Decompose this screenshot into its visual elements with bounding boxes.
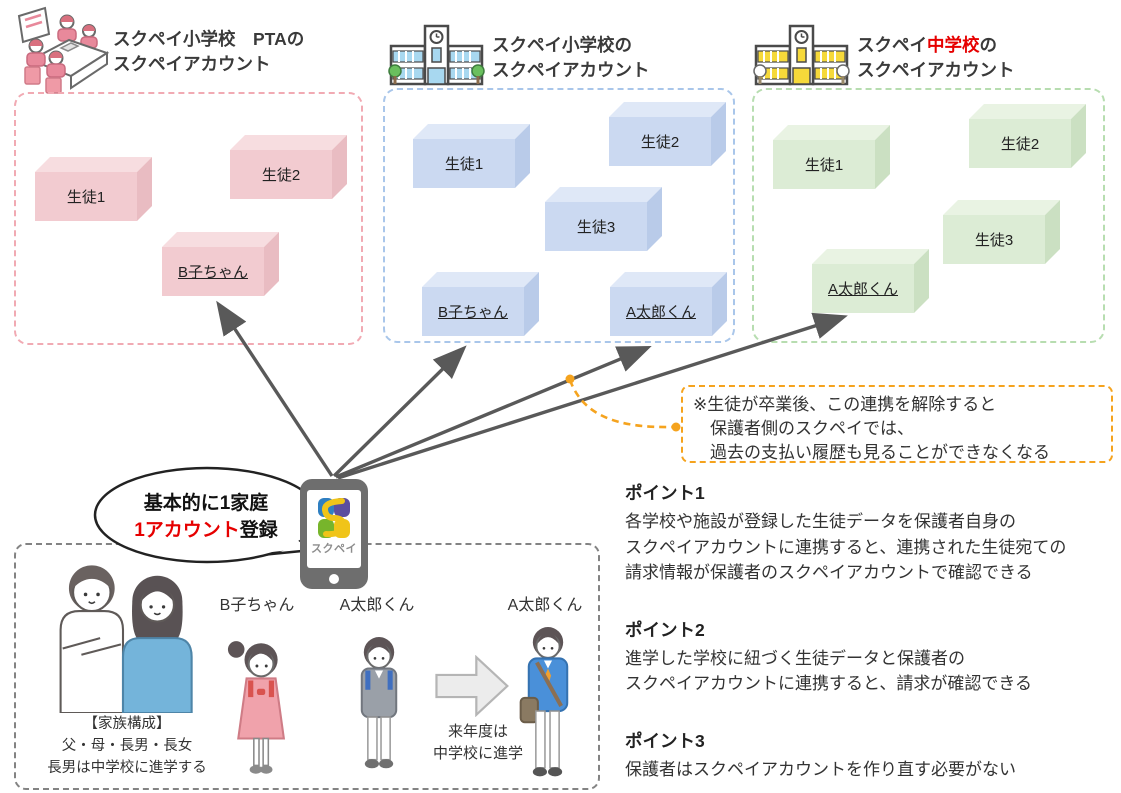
girl-illustration bbox=[227, 641, 286, 774]
account-title-elementary-line1: スクペイ小学校の bbox=[492, 35, 632, 55]
student-box-linked: A太郎くん bbox=[610, 272, 727, 336]
student-box-label: A太郎くん bbox=[625, 304, 696, 321]
student-box-label: B子ちゃん bbox=[437, 304, 508, 321]
family-caption-line2: 父・母・長男・長女 bbox=[61, 738, 193, 754]
account-title-pta-line1: スクペイ小学校 PTAの bbox=[113, 29, 305, 49]
point-2: ポイント2 進学した学校に紐づく生徒データと保護者の スクペイアカウントに連携す… bbox=[625, 617, 1121, 697]
graduation-note-line1: ※生徒が卒業後、この連携を解除すると bbox=[693, 395, 997, 414]
student-box: 生徒1 bbox=[35, 157, 152, 221]
student-box: 生徒2 bbox=[230, 135, 347, 199]
student-box-label: 生徒2 bbox=[261, 167, 301, 184]
juniorhigh-account-box: 生徒1 生徒2 生徒3 A太郎くん bbox=[752, 88, 1105, 343]
transition-caption: 来年度は 中学校に進学 bbox=[398, 721, 558, 765]
account-title-pta-line2: スクペイアカウント bbox=[113, 54, 271, 74]
student-box: 生徒3 bbox=[943, 200, 1060, 264]
account-title-pta: スクペイ小学校 PTAの スクペイアカウント bbox=[113, 27, 304, 77]
bubble-text: 基本的に1家庭 1アカウント登録 bbox=[106, 490, 306, 544]
girl-label: B子ちゃん bbox=[219, 597, 295, 614]
family-caption-line3: 長男は中学校に進学する bbox=[47, 760, 207, 776]
student-box: 生徒2 bbox=[969, 104, 1086, 168]
account-title-juniorhigh-post: の bbox=[979, 35, 998, 55]
point-1-line2: スクペイアカウントに連携すると、連携された生徒宛ての bbox=[625, 537, 1067, 557]
account-title-juniorhigh: スクペイ中学校の スクペイアカウント bbox=[857, 33, 1015, 83]
boy-future-illustration bbox=[519, 627, 569, 777]
student-box: 生徒1 bbox=[413, 124, 530, 188]
pta-meeting-icon bbox=[17, 6, 110, 94]
bubble-line2-highlight: 1アカウント bbox=[134, 520, 240, 541]
point-2-line2: スクペイアカウントに連携すると、請求が確認できる bbox=[625, 674, 1032, 693]
student-box: 生徒2 bbox=[609, 102, 726, 166]
point-1-heading: ポイント1 bbox=[625, 483, 705, 503]
phone-home-button bbox=[329, 574, 339, 584]
graduation-note-line3: 過去の支払い履歴も見ることができなくなる bbox=[710, 443, 1050, 462]
boy-label: A太郎くん bbox=[339, 597, 415, 614]
point-3-heading: ポイント3 bbox=[625, 730, 705, 751]
boy-future-label: A太郎くん bbox=[507, 597, 583, 614]
graduation-note-line2: 保護者側のスクペイでは、 bbox=[710, 419, 914, 438]
student-box: 生徒3 bbox=[545, 187, 662, 251]
bubble-line1: 基本的に1家庭 bbox=[143, 493, 269, 514]
account-title-elementary-line2: スクペイアカウント bbox=[492, 60, 650, 80]
transition-arrow bbox=[435, 655, 509, 717]
sukupei-phone: スクペイ bbox=[300, 479, 368, 589]
boy-illustration bbox=[360, 637, 398, 769]
student-box-label: 生徒1 bbox=[804, 157, 844, 174]
point-3: ポイント3 保護者はスクペイアカウントを作り直す必要がない bbox=[625, 728, 1121, 783]
student-box-linked: A太郎くん bbox=[812, 249, 929, 313]
point-3-line1: 保護者はスクペイアカウントを作り直す必要がない bbox=[625, 759, 1016, 779]
student-box-label: 生徒2 bbox=[640, 134, 680, 151]
student-box-label: B子ちゃん bbox=[177, 264, 248, 281]
student-box-label: 生徒3 bbox=[974, 232, 1014, 249]
account-title-elementary: スクペイ小学校の スクペイアカウント bbox=[492, 33, 650, 83]
family-box: 【家族構成】 父・母・長男・長女 長男は中学校に進学する B子ちゃん A太郎くん bbox=[14, 543, 600, 790]
point-1-line3: 請求情報が保護者のスクペイアカウントで確認できる bbox=[625, 563, 1033, 582]
student-box-linked: B子ちゃん bbox=[162, 232, 279, 296]
elementary-school-icon bbox=[388, 24, 485, 86]
junior-high-school-icon bbox=[753, 24, 850, 86]
speech-bubble bbox=[93, 466, 321, 564]
points-section: ポイント1 各学校や施設が登録した生徒データを保護者自身の スクペイアカウントに… bbox=[625, 480, 1121, 793]
transition-caption-line1: 来年度は bbox=[447, 723, 508, 740]
account-title-juniorhigh-highlight: 中学校 bbox=[927, 35, 980, 55]
pta-account-box: 生徒1 生徒2 B子ちゃん bbox=[14, 92, 363, 345]
student-box-label: A太郎くん bbox=[827, 281, 898, 298]
point-2-heading: ポイント2 bbox=[625, 619, 705, 640]
student-box-label: 生徒2 bbox=[1000, 136, 1040, 153]
student-box-label: 生徒1 bbox=[444, 156, 484, 173]
account-title-juniorhigh-pre: スクペイ bbox=[857, 35, 927, 55]
student-box-label: 生徒3 bbox=[576, 219, 616, 236]
sukupei-logo-icon bbox=[318, 498, 350, 538]
account-title-juniorhigh-line2: スクペイアカウント bbox=[857, 60, 1015, 80]
student-box: 生徒1 bbox=[773, 125, 890, 189]
transition-caption-line2: 中学校に進学 bbox=[432, 745, 523, 762]
family-caption: 【家族構成】 父・母・長男・長女 長男は中学校に進学する bbox=[24, 713, 230, 779]
point-2-line1: 進学した学校に紐づく生徒データと保護者の bbox=[625, 648, 965, 668]
family-caption-line1: 【家族構成】 bbox=[83, 716, 171, 732]
parents-illustration bbox=[59, 565, 193, 713]
student-box-label: 生徒1 bbox=[66, 189, 106, 206]
point-1-line1: 各学校や施設が登録した生徒データを保護者自身の bbox=[625, 512, 1016, 531]
student-box-linked: B子ちゃん bbox=[422, 272, 539, 336]
phone-screen: スクペイ bbox=[307, 490, 361, 568]
elementary-account-box: 生徒1 生徒2 生徒3 B子ちゃん A太郎くん bbox=[383, 88, 735, 343]
app-name: スクペイ bbox=[311, 543, 357, 555]
graduation-note: ※生徒が卒業後、この連携を解除すると 保護者側のスクペイでは、 過去の支払い履歴… bbox=[681, 385, 1113, 463]
bubble-line2-rest: 登録 bbox=[239, 520, 278, 541]
point-1: ポイント1 各学校や施設が登録した生徒データを保護者自身の スクペイアカウントに… bbox=[625, 480, 1121, 586]
